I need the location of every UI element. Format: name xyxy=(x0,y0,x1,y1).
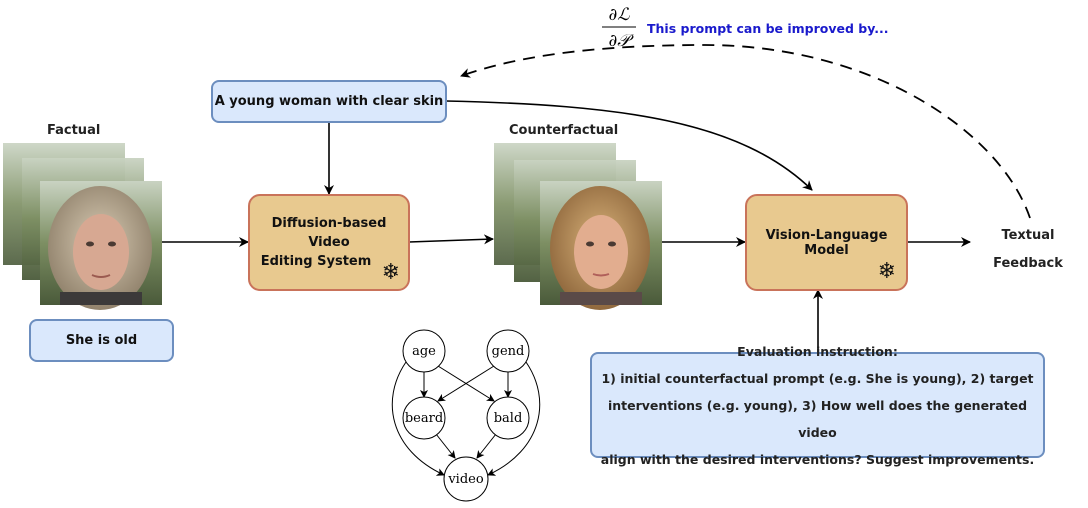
counterfactual-label: Counterfactual xyxy=(509,123,619,138)
node-bald xyxy=(486,396,530,440)
factual-frame xyxy=(40,181,162,310)
node-gend-label: gend xyxy=(492,344,525,359)
factual-caption-text: She is old xyxy=(65,333,138,348)
evaluation-line-1: 1) initial counterfactual prompt (e.g. S… xyxy=(601,370,1034,386)
improvement-text: This prompt can be improved by... xyxy=(647,21,889,36)
feedback-line2: Feedback xyxy=(993,256,1063,271)
gradient-fraction: ∂ℒ ∂𝒫 xyxy=(602,5,636,51)
snowflake-icon: ❄ xyxy=(381,260,400,285)
edge-gend-video xyxy=(487,361,541,476)
prompt-text: A young woman with clear skin xyxy=(214,94,444,109)
node-video xyxy=(443,456,489,502)
video-editor-box: Diffusion-based Video Editing System ❄ xyxy=(248,194,410,291)
vlm-label: Vision-Language Model xyxy=(765,227,888,258)
node-age-label: age xyxy=(412,344,436,359)
snowflake-icon: ❄ xyxy=(877,259,896,284)
factual-label: Factual xyxy=(47,123,101,138)
node-beard-label: beard xyxy=(405,411,443,426)
video-editor-line1: Diffusion-based Video xyxy=(271,216,387,250)
evaluation-line-3: align with the desired interventions? Su… xyxy=(600,451,1035,467)
prompt-box: A young woman with clear skin xyxy=(211,80,447,123)
video-editor-line2: Editing System xyxy=(260,254,372,269)
edge-age-video xyxy=(391,361,445,476)
node-age xyxy=(402,329,446,373)
edge-beard-video xyxy=(435,433,456,459)
evaluation-line-2: interventions (e.g. young), 3) How well … xyxy=(607,397,1028,440)
factual-video-frames xyxy=(3,143,162,310)
arrow-prompt-to-vlm xyxy=(445,100,813,191)
gradient-numerator: ∂ℒ xyxy=(608,5,630,25)
evaluation-instruction-box: Evaluation instruction: 1) initial count… xyxy=(590,344,1045,467)
counterfactual-video-frames xyxy=(494,143,662,310)
arrow-editor-to-counterfactual xyxy=(408,234,494,245)
counterfactual-frame xyxy=(540,181,662,310)
node-video-label: video xyxy=(447,472,484,487)
evaluation-title: Evaluation instruction: xyxy=(737,343,898,359)
edge-bald-video xyxy=(476,433,497,459)
node-gend xyxy=(486,329,530,373)
edge-gend-beard xyxy=(437,365,495,402)
factual-caption-box: She is old xyxy=(29,319,174,362)
textual-feedback-label: Textual Feedback xyxy=(990,222,1066,278)
node-bald-label: bald xyxy=(494,411,523,426)
gradient-denominator: ∂𝒫 xyxy=(608,31,634,51)
causal-graph: age gend beard bald video xyxy=(391,329,541,502)
feedback-line1: Textual xyxy=(1001,228,1055,243)
node-beard xyxy=(402,396,446,440)
vision-language-model-box: Vision-Language Model ❄ xyxy=(745,194,908,291)
feedback-dashed-arrow xyxy=(460,44,1031,219)
